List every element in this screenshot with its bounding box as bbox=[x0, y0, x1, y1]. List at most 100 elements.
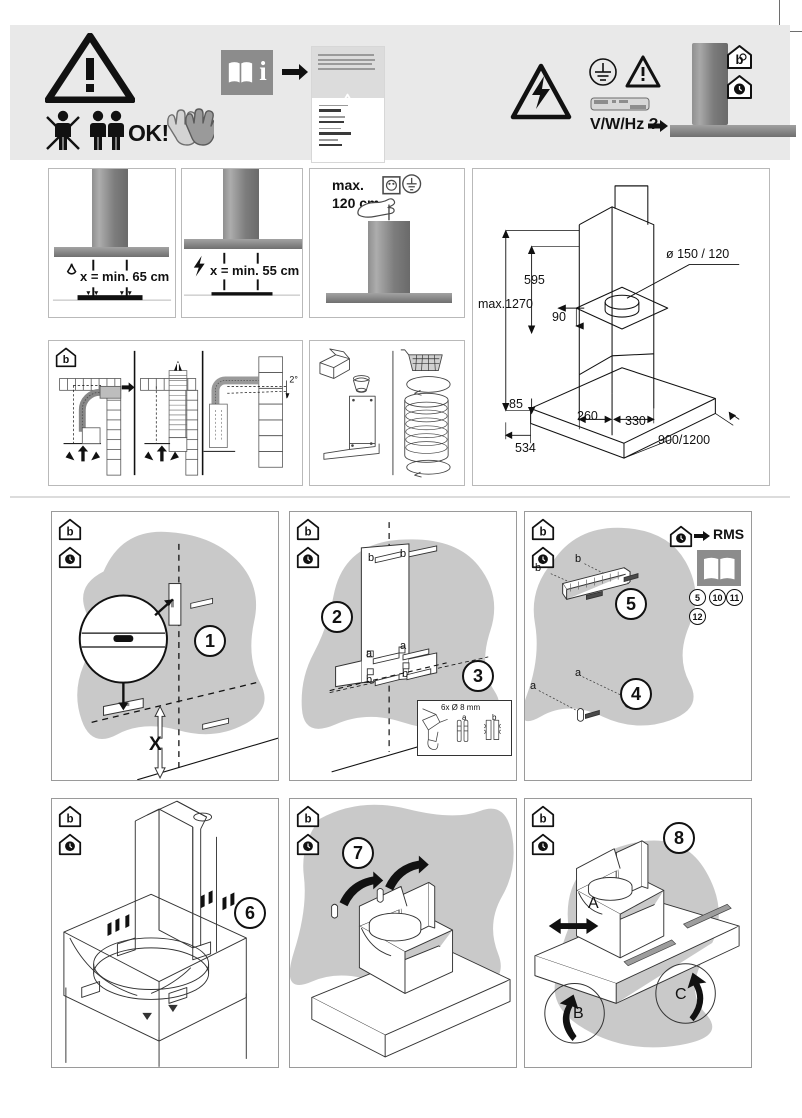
step-number-4: 4 bbox=[620, 678, 652, 710]
body-depth-label: 534 bbox=[515, 441, 536, 455]
info-letter: i bbox=[259, 56, 267, 87]
step-8-alignment-panel: b bbox=[524, 798, 752, 1068]
adjust-label-c: C bbox=[675, 986, 687, 1003]
house-two-persons-icon: b bbox=[58, 517, 82, 541]
front-depth-label: 330 bbox=[625, 414, 646, 428]
outlet-offset-label: 90 bbox=[552, 310, 566, 324]
rating-arrow-icon bbox=[648, 120, 668, 132]
rating-label: V/W/Hz ? bbox=[590, 116, 659, 133]
step-6-chimney-assembly-panel: b bbox=[51, 798, 279, 1068]
electric-clearance-drawing bbox=[182, 169, 302, 317]
rear-depth-label: 260 bbox=[577, 409, 598, 423]
right-arrow-icon bbox=[694, 531, 710, 541]
svg-text:b: b bbox=[304, 527, 311, 539]
duct-diameter-label: ø 150 / 120 bbox=[666, 247, 730, 261]
manual-text-line bbox=[317, 53, 374, 56]
power-socket-height-panel: max. 120 cm bbox=[309, 168, 465, 318]
house-time-icon bbox=[726, 73, 753, 100]
highlight-blob bbox=[525, 512, 751, 780]
adjust-label-b: B bbox=[573, 1005, 584, 1022]
step-number-8: 8 bbox=[663, 822, 695, 854]
manual-page-icon bbox=[311, 46, 385, 163]
chimney-height-label: 595 bbox=[524, 273, 545, 287]
marker-b: b bbox=[400, 548, 407, 560]
crop-mark-top-right-horizontal bbox=[783, 31, 802, 32]
house-two-persons-icon: b bbox=[296, 804, 320, 828]
drill-size-label: 6x Ø 8 mm bbox=[441, 703, 481, 712]
house-time-icon bbox=[58, 545, 82, 569]
dowel-b-label: b bbox=[492, 713, 497, 722]
booklet-pages-icon bbox=[228, 59, 253, 86]
marker-b: b bbox=[575, 553, 582, 565]
hood-canopy bbox=[326, 293, 452, 303]
accessories-drawing bbox=[310, 341, 464, 485]
manual-heading-line bbox=[319, 120, 344, 124]
crop-mark-top-right-vertical bbox=[779, 0, 780, 26]
step-1-distance-label: X bbox=[149, 734, 162, 755]
protective-earth-icon bbox=[588, 57, 618, 87]
right-arrow-icon bbox=[282, 64, 308, 80]
step-number-3: 3 bbox=[462, 660, 494, 692]
marker-b: b bbox=[368, 552, 375, 564]
step-5-wall-rail-panel: b bbox=[524, 511, 752, 781]
step-7-hang-hood-panel: b bbox=[289, 798, 517, 1068]
ducting-routing-panel: b bbox=[48, 340, 303, 486]
single-person-crossed-icon bbox=[45, 109, 81, 151]
house-time-icon bbox=[296, 545, 320, 569]
manual-heading-line bbox=[319, 109, 341, 112]
manual-subtext-line bbox=[319, 104, 348, 106]
island-hood-icon bbox=[670, 43, 800, 148]
socket-height-drawing bbox=[310, 169, 464, 317]
rms-label: RMS bbox=[713, 526, 745, 542]
step-7-drawing bbox=[290, 799, 516, 1067]
protective-gloves-icon bbox=[162, 103, 214, 151]
manual-subtext-line bbox=[319, 116, 346, 118]
marker-a: a bbox=[400, 640, 407, 652]
manual-subtext-line bbox=[319, 139, 338, 141]
hood-chimney bbox=[223, 169, 259, 239]
marker-a: a bbox=[366, 648, 373, 660]
step-number-7: 7 bbox=[342, 837, 374, 869]
max-height-label: max.1270 bbox=[478, 297, 533, 311]
dimension-drawing bbox=[473, 169, 769, 485]
marker-a: a bbox=[530, 680, 537, 692]
manual-subtext-line bbox=[319, 127, 341, 129]
house-two-persons-icon: b bbox=[55, 346, 77, 368]
width-label: 900/1200 bbox=[658, 433, 711, 447]
ducting-drawing: 2° bbox=[49, 341, 302, 485]
house-two-persons-icon: b bbox=[531, 517, 555, 541]
manual-text-line bbox=[317, 63, 373, 66]
two-persons-icon bbox=[86, 109, 130, 151]
step-3-drilling-inset: 6x Ø 8 mm a b bbox=[417, 700, 512, 756]
house-time-icon bbox=[669, 524, 693, 548]
gas-hob-clearance-panel: x = min. 65 cm bbox=[48, 168, 176, 318]
marker-a: a bbox=[575, 667, 582, 679]
hood-chimney bbox=[368, 221, 410, 293]
hood-canopy bbox=[184, 239, 302, 249]
page-ref-5: 5 bbox=[689, 589, 706, 606]
svg-text:b: b bbox=[539, 527, 546, 539]
step-8-drawing bbox=[525, 799, 751, 1067]
open-booklet-info-icon: i bbox=[221, 50, 273, 95]
marker-b: b bbox=[535, 562, 542, 574]
gas-clearance-drawing bbox=[49, 169, 175, 317]
rating-plate-icon bbox=[590, 96, 650, 112]
house-two-persons-icon: b bbox=[296, 517, 320, 541]
accessories-panel bbox=[309, 340, 465, 486]
gas-clearance-text: x = min. 65 cm bbox=[80, 269, 170, 284]
adjust-label-a: A bbox=[588, 895, 599, 912]
manual-heading-line bbox=[319, 143, 343, 147]
dowel-a-label: a bbox=[462, 713, 467, 722]
svg-text:b: b bbox=[66, 814, 73, 826]
step-number-6: 6 bbox=[234, 897, 266, 929]
step-number-5: 5 bbox=[615, 588, 647, 620]
section-divider bbox=[10, 496, 790, 498]
step-6-drawing bbox=[52, 799, 278, 1067]
house-two-persons-icon: b bbox=[531, 804, 555, 828]
hood-canopy bbox=[670, 125, 796, 137]
page-ref-11: 11 bbox=[726, 589, 743, 606]
hood-canopy bbox=[54, 247, 169, 257]
house-two-persons-icon: b bbox=[58, 804, 82, 828]
svg-text:b: b bbox=[736, 52, 744, 67]
